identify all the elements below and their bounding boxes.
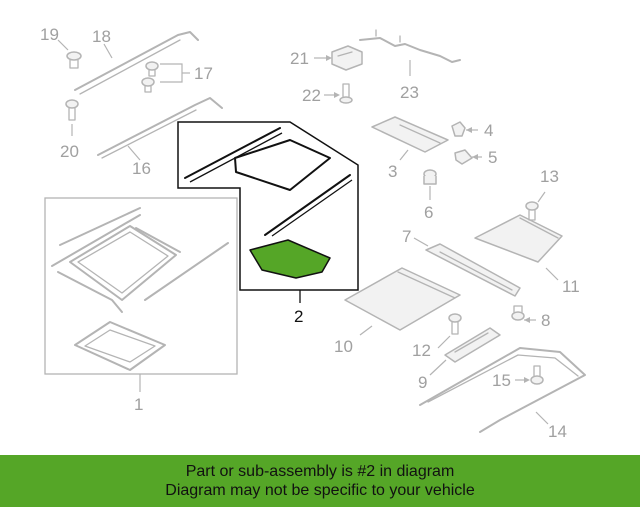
callout-22: 22 (302, 86, 321, 105)
part-17-clips (141, 61, 159, 93)
part-11-shade (474, 214, 563, 263)
part-7-rail (425, 243, 521, 297)
callout-8: 8 (541, 311, 550, 330)
callout-2: 2 (294, 307, 303, 326)
banner-line-1: Part or sub-assembly is #2 in diagram (185, 463, 455, 480)
part-2-sunshade[interactable] (249, 239, 331, 279)
part-19-nut (66, 51, 82, 69)
part-13-bolt (525, 201, 539, 221)
callout-13: 13 (540, 167, 559, 186)
info-banner: Part or sub-assembly is #2 in diagram Di… (0, 455, 640, 507)
parts-diagram: 1 2 3 4 5 6 7 (40, 25, 586, 441)
callout-4: 4 (484, 121, 493, 140)
callout-7: 7 (402, 227, 411, 246)
part-8-screw (511, 305, 525, 321)
callout-20: 20 (60, 142, 79, 161)
part-23-harness (359, 29, 461, 63)
callout-18: 18 (92, 27, 111, 46)
callout-6: 6 (424, 203, 433, 222)
callout-16: 16 (132, 159, 151, 178)
callout-10: 10 (334, 337, 353, 356)
callout-3: 3 (388, 162, 397, 181)
banner-line-2: Diagram may not be specific to your vehi… (165, 482, 475, 499)
callout-17: 17 (194, 64, 213, 83)
part-15-screw (530, 365, 544, 385)
part-14-frame (419, 347, 586, 433)
part-10-panel (344, 267, 461, 331)
part-3 (371, 116, 449, 153)
part-6-bushing (423, 169, 437, 185)
part-20-screw (65, 99, 79, 121)
callout-12: 12 (412, 341, 431, 360)
callout-19: 19 (40, 25, 59, 44)
callout-15: 15 (492, 371, 511, 390)
callout-1: 1 (134, 395, 143, 414)
part-16-rail (97, 97, 223, 159)
part-9-bracket (444, 327, 501, 363)
part-5-clip (454, 149, 473, 165)
part-1-group (44, 197, 238, 375)
part-21-motor (331, 45, 363, 71)
callout-9: 9 (418, 373, 427, 392)
callout-23: 23 (400, 83, 419, 102)
part-22-bolt (339, 83, 353, 104)
callout-11: 11 (562, 277, 580, 296)
callout-21: 21 (290, 49, 309, 68)
part-12-stud (448, 313, 462, 335)
callout-14: 14 (548, 422, 567, 441)
part-18-rail (74, 31, 199, 95)
part-2-group (177, 121, 359, 291)
callout-5: 5 (488, 148, 497, 167)
part-4-pin (451, 121, 466, 137)
